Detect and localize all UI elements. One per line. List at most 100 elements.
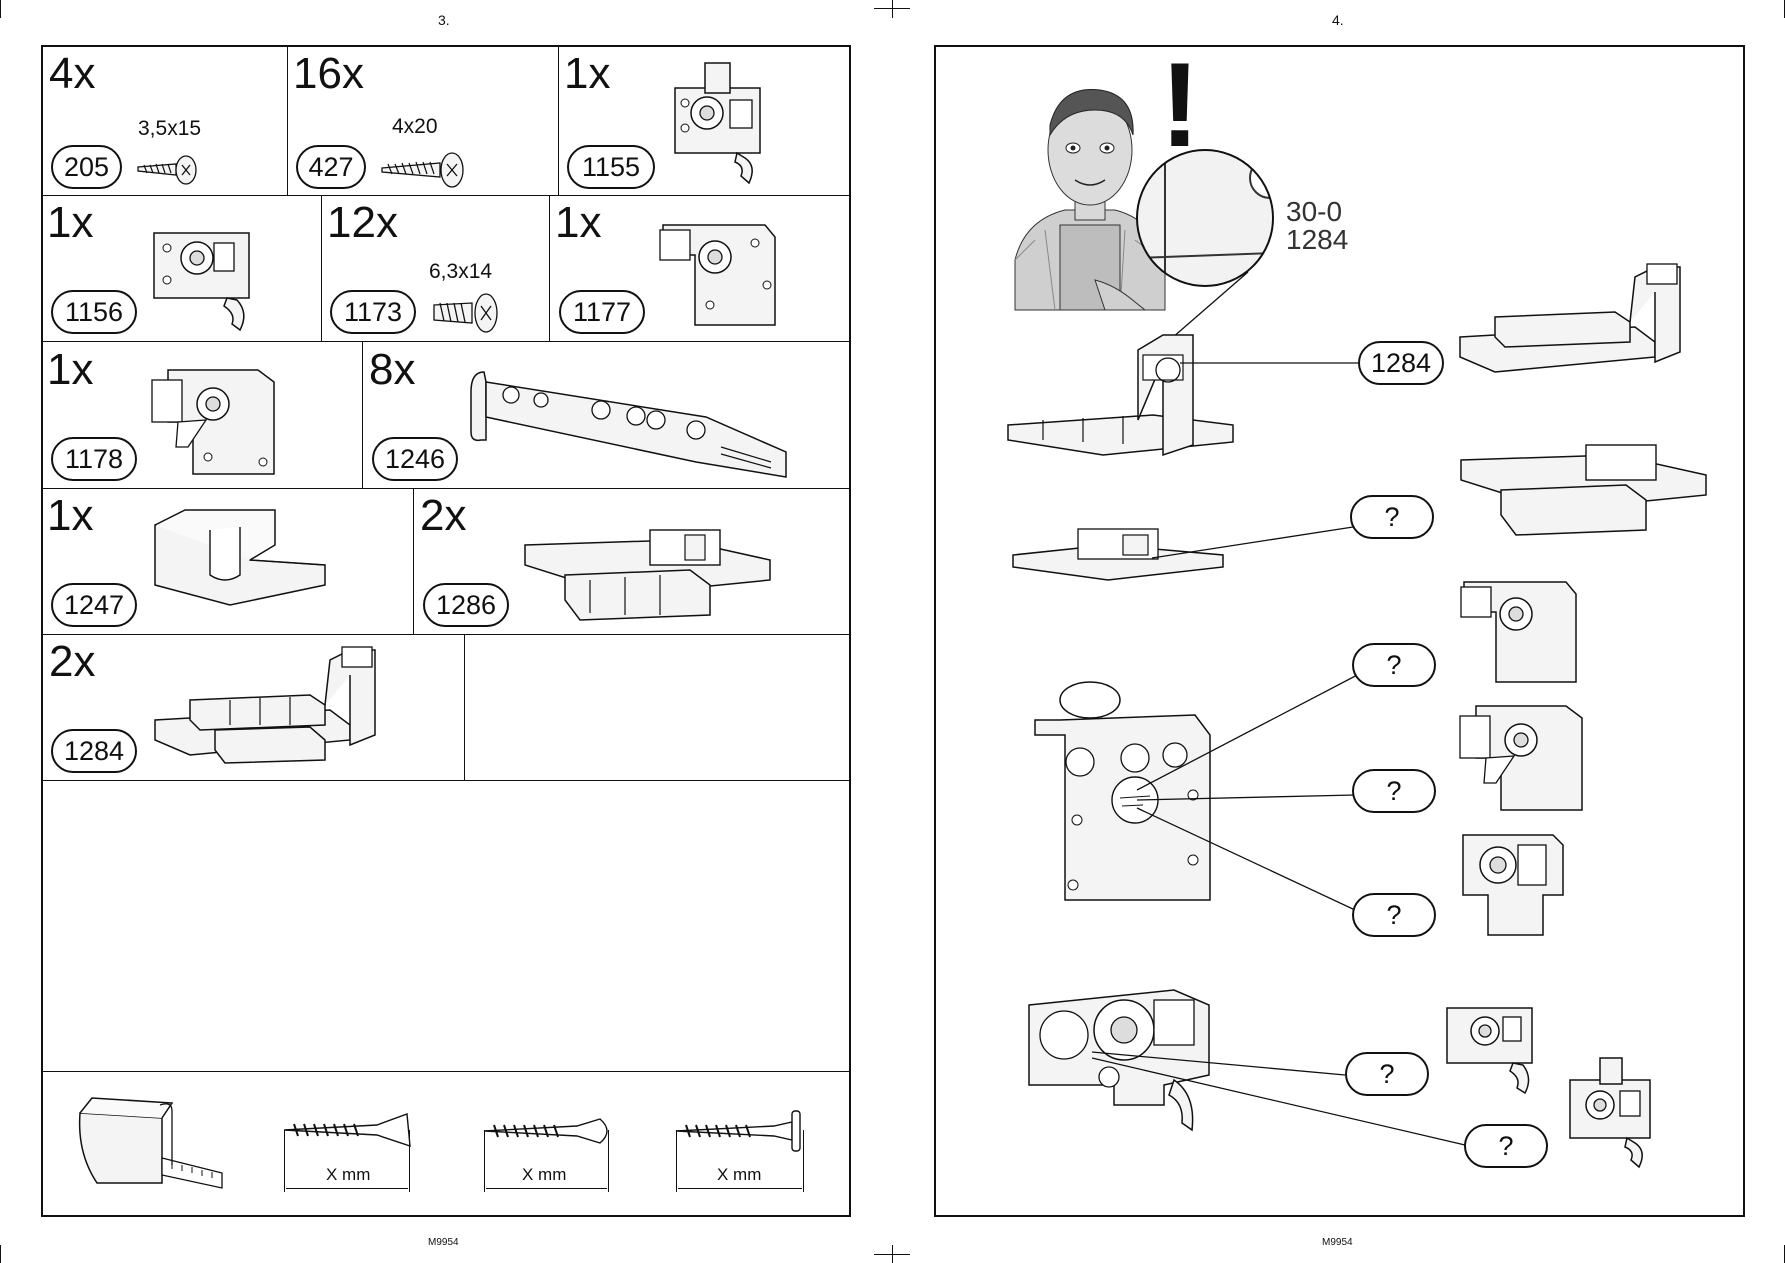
clip-block-1247-icon (154, 509, 326, 606)
bracket-hook-install-view (1028, 989, 1210, 1132)
part-qty: 1x (47, 491, 94, 540)
roller-bracket-1156-icon (153, 232, 250, 332)
zoom-leader-line (1171, 271, 1249, 339)
countersunk-screw-icon (283, 1113, 411, 1148)
part-code-badge: 205 (51, 145, 122, 189)
screw-size: 4x20 (392, 115, 438, 138)
measure-line (286, 1188, 408, 1189)
part-code-badge: 1155 (567, 145, 655, 189)
callout-leader-line (1151, 526, 1354, 559)
grid-line (413, 488, 414, 634)
roller-bracket-1177-icon (659, 224, 776, 326)
carriage-install-view (1012, 528, 1224, 581)
raised-head-screw-icon (483, 1118, 608, 1144)
grid-line (41, 634, 851, 635)
screw-icon (381, 152, 464, 188)
part-code-badge: 1284 (51, 729, 137, 773)
identification-frame (934, 45, 1745, 1217)
unknown-callout: ? (1350, 495, 1434, 539)
track-bracket-1284-reference (1459, 263, 1681, 373)
footer-code-left: M9954 (428, 1237, 459, 1248)
crop-mark (0, 1245, 1, 1263)
unknown-callout: ? (1464, 1124, 1548, 1168)
measure-line (678, 1188, 802, 1189)
part-qty: 4x (49, 49, 96, 98)
washer-head-screw-icon (675, 1110, 801, 1152)
grid-line (287, 45, 288, 195)
part-qty: 2x (420, 491, 467, 540)
part-qty: 1x (555, 198, 602, 247)
grid-line (558, 45, 559, 195)
grid-line (362, 341, 363, 488)
track-carriage-1286-icon (524, 529, 771, 621)
roller-bracket-1155-icon (674, 62, 761, 185)
crop-mark (874, 1254, 910, 1255)
track-bracket-1284-install-view (1007, 334, 1234, 457)
roller-bracket-1178-icon (151, 369, 275, 475)
roller-bracket-1155-reference (1569, 1057, 1651, 1169)
warning-exclamation: ! (1160, 38, 1200, 172)
grid-line (41, 488, 851, 489)
screw-size: 3,5x15 (138, 117, 202, 140)
callout-leader-line (1180, 362, 1358, 364)
unknown-callout: ? (1345, 1052, 1429, 1096)
measure-tick (608, 1130, 609, 1192)
part-code-badge: 1173 (330, 290, 416, 334)
rail-bracket-1246-icon (470, 371, 787, 478)
measure-tick (284, 1130, 285, 1192)
measure-tick (484, 1130, 485, 1192)
measure-label: X mm (717, 1165, 762, 1184)
zoom-label-text: 30-0 (1286, 196, 1343, 227)
measure-label: X mm (326, 1165, 371, 1184)
tape-measure-icon (78, 1097, 223, 1189)
crop-mark (0, 0, 1, 18)
unknown-callout: ? (1352, 643, 1436, 687)
part-code-badge: 1178 (51, 437, 137, 481)
part-qty: 8x (369, 345, 416, 394)
track-carriage-1286-reference (1460, 444, 1707, 536)
grid-line (41, 341, 851, 342)
crop-mark (874, 8, 910, 9)
label-zoom-circle (1136, 149, 1274, 287)
grid-line (41, 780, 851, 781)
part-qty: 16x (293, 49, 364, 98)
measure-tick (803, 1130, 804, 1192)
crop-mark (892, 0, 893, 18)
measure-label: X mm (522, 1165, 567, 1184)
roller-bracket-1177-reference (1460, 581, 1577, 683)
parts-frame (41, 45, 851, 1217)
grid-line (549, 195, 550, 341)
part-qty: 1x (47, 198, 94, 247)
roller-bracket-1156-reference (1446, 1007, 1533, 1095)
screw-icon (433, 293, 498, 333)
callout-leader-lines (1091, 1051, 1466, 1146)
unknown-callout: ? (1352, 769, 1436, 813)
code-callout-1284: 1284 (1358, 341, 1444, 385)
grid-line (41, 195, 851, 196)
footer-code-right: M9954 (1322, 1237, 1353, 1248)
part-qty: 12x (327, 198, 398, 247)
mascot-worker-illustration (1014, 88, 1166, 311)
measure-line (486, 1188, 607, 1189)
screw-icon (137, 155, 197, 185)
page-number-left: 3. (438, 12, 450, 28)
part-code-badge: 1246 (372, 437, 458, 481)
unknown-callout: ? (1352, 893, 1436, 937)
part-code-badge: 427 (296, 145, 366, 189)
measure-tick (409, 1130, 410, 1192)
part-code-badge: 1177 (559, 290, 645, 334)
grid-line (41, 1071, 851, 1072)
grid-line (321, 195, 322, 341)
zoom-label-code: 1284 (1286, 224, 1349, 255)
page-number-right: 4. (1332, 12, 1344, 28)
part-qty: 1x (564, 49, 611, 98)
part-code-badge: 1156 (51, 290, 137, 334)
part-qty: 2x (49, 637, 96, 686)
measure-tick (676, 1130, 677, 1192)
roller-bracket-1178-reference (1459, 705, 1583, 811)
part-code-badge: 1286 (423, 583, 509, 627)
part-qty: 1x (47, 345, 94, 394)
grid-line (464, 634, 465, 780)
track-bracket-1284-icon (154, 646, 376, 764)
part-code-badge: 1247 (51, 583, 137, 627)
